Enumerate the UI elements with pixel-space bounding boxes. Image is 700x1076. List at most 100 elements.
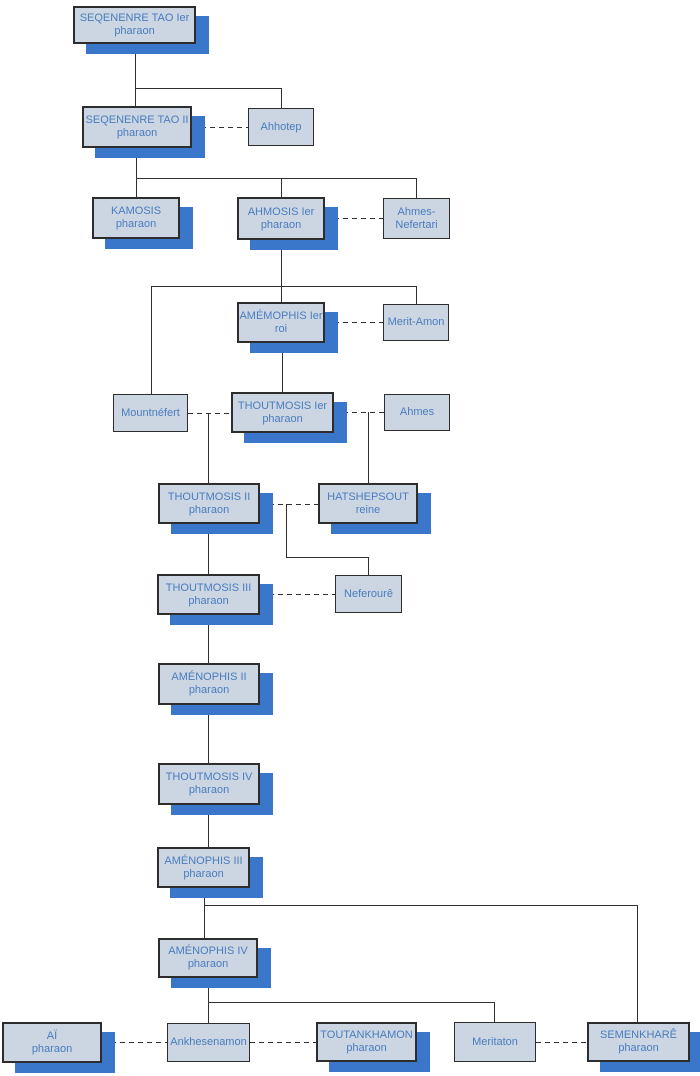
descent-line <box>281 88 282 108</box>
node-seqenenre-tao-i[interactable]: SEQENENRE TAO Ier pharaon <box>73 6 196 44</box>
descent-line <box>208 805 209 847</box>
node-merit-amon[interactable]: Merit-Amon <box>383 304 449 341</box>
marriage-line <box>536 1042 587 1043</box>
node-title: THOUTMOSIS III <box>165 581 252 594</box>
node-thoutmosis-iv[interactable]: THOUTMOSIS IV pharaon <box>158 763 260 805</box>
node-ankhesenamon[interactable]: Ankhesenamon <box>167 1023 250 1062</box>
node-thoutmosis-i[interactable]: THOUTMOSIS Ier pharaon <box>231 392 334 433</box>
descent-line <box>204 888 205 938</box>
node-subtitle: pharaon <box>262 412 303 425</box>
descent-line <box>416 286 417 304</box>
node-subtitle: pharaon <box>346 1042 387 1054</box>
node-subtitle: pharaon <box>114 25 155 37</box>
node-toutankhamon[interactable]: TOUTANKHAMON pharaon <box>316 1022 417 1062</box>
node-title: AMÉNOPHIS II <box>171 671 247 683</box>
descent-line <box>208 1002 495 1003</box>
descent-line <box>208 524 209 574</box>
node-title: AMÉNOPHIS IV <box>168 945 248 957</box>
node-title: THOUTMOSIS Ier <box>237 399 328 412</box>
descent-line <box>368 412 369 483</box>
descent-line <box>208 615 209 663</box>
node-subtitle: pharaon <box>187 958 229 970</box>
node-subtitle: pharaon <box>618 1042 659 1054</box>
node-title-line2: Nefertari <box>395 218 438 231</box>
descent-line <box>286 504 287 557</box>
node-ahhotep[interactable]: Ahhotep <box>248 108 314 146</box>
node-title: HATSHEPSOUT <box>327 490 409 503</box>
descent-line <box>151 286 152 394</box>
node-title: AÏ <box>46 1029 58 1042</box>
node-thoutmosis-ii[interactable]: THOUTMOSIS II pharaon <box>158 483 260 524</box>
marriage-line <box>192 127 248 128</box>
marriage-line <box>188 413 231 414</box>
descent-line <box>637 905 638 1022</box>
node-title: Neferourê <box>344 587 393 600</box>
descent-line <box>281 240 282 302</box>
node-ahmes[interactable]: Ahmes <box>384 394 450 431</box>
node-title: TOUTANKHAMON <box>320 1029 413 1041</box>
node-title: Merit-Amon <box>387 316 445 328</box>
node-amemophis-i[interactable]: AMÉMOPHIS Ier roi <box>237 302 325 343</box>
node-title: Mountnéfert <box>121 406 180 419</box>
node-subtitle: pharaon <box>188 594 229 607</box>
node-subtitle: pharaon <box>183 867 224 880</box>
node-subtitle: pharaon <box>31 1042 73 1055</box>
descent-line <box>136 178 417 179</box>
node-subtitle: pharaon <box>188 784 230 796</box>
descent-line <box>208 413 209 483</box>
node-kamosis[interactable]: KAMOSIS pharaon <box>92 197 180 239</box>
node-ahmosis-i[interactable]: AHMOSIS Ier pharaon <box>237 197 325 240</box>
node-seqenenre-tao-ii[interactable]: SEQENENRE TAO II pharaon <box>82 106 192 148</box>
node-title: THOUTMOSIS II <box>167 490 251 503</box>
node-title: AMÉNOPHIS III <box>164 854 243 867</box>
node-title: Ahmes- <box>397 205 436 218</box>
descent-line <box>151 286 417 287</box>
node-title: AMÉMOPHIS Ier <box>239 309 323 322</box>
marriage-line <box>102 1042 167 1043</box>
descent-line <box>135 44 136 106</box>
node-title: SEQENENRE TAO II <box>85 114 189 126</box>
node-subtitle: pharaon <box>115 218 157 230</box>
node-subtitle: roi <box>274 322 288 335</box>
node-subtitle: pharaon <box>260 218 302 231</box>
descent-line <box>282 343 283 392</box>
node-title: Ahmes <box>399 406 435 418</box>
marriage-line <box>325 322 383 323</box>
node-title: AHMOSIS Ier <box>247 205 315 218</box>
node-title: SEQENENRE TAO Ier <box>79 12 190 24</box>
descent-line <box>494 1002 495 1022</box>
node-amenophis-iii[interactable]: AMÉNOPHIS III pharaon <box>157 847 250 888</box>
marriage-line <box>250 1042 316 1043</box>
node-subtitle: pharaon <box>188 503 230 516</box>
node-thoutmosis-iii[interactable]: THOUTMOSIS III pharaon <box>157 574 260 615</box>
descent-line <box>416 178 417 198</box>
node-ai[interactable]: AÏ pharaon <box>2 1022 102 1063</box>
node-subtitle: pharaon <box>188 684 230 696</box>
marriage-line <box>260 504 318 505</box>
descent-line <box>136 148 137 197</box>
descent-line <box>208 978 209 1023</box>
node-amenophis-iv[interactable]: AMÉNOPHIS IV pharaon <box>158 938 258 978</box>
node-title: Meritaton <box>472 1035 518 1048</box>
node-title: THOUTMOSIS IV <box>165 771 253 783</box>
node-meritaton[interactable]: Meritaton <box>454 1022 536 1062</box>
marriage-line <box>260 594 335 595</box>
descent-line <box>286 557 369 558</box>
node-title: SEMENKHARÊ <box>599 1029 678 1041</box>
marriage-line <box>325 218 383 219</box>
node-title: Ankhesenamon <box>170 1036 247 1048</box>
node-amenophis-ii[interactable]: AMÉNOPHIS II pharaon <box>158 663 260 705</box>
node-hatshepsout[interactable]: HATSHEPSOUT reine <box>318 483 418 524</box>
node-semenkhare[interactable]: SEMENKHARÊ pharaon <box>587 1022 690 1062</box>
marriage-line <box>334 412 384 413</box>
node-neferoure[interactable]: Neferourê <box>335 575 402 613</box>
descent-line <box>368 557 369 575</box>
descent-line <box>204 905 638 906</box>
node-title: Ahhotep <box>260 120 302 133</box>
node-ahmes-nefertari[interactable]: Ahmes- Nefertari <box>383 198 450 239</box>
descent-line <box>208 705 209 763</box>
node-mountnefert[interactable]: Mountnéfert <box>113 394 188 432</box>
descent-line <box>281 178 282 197</box>
node-subtitle: reine <box>355 503 381 516</box>
